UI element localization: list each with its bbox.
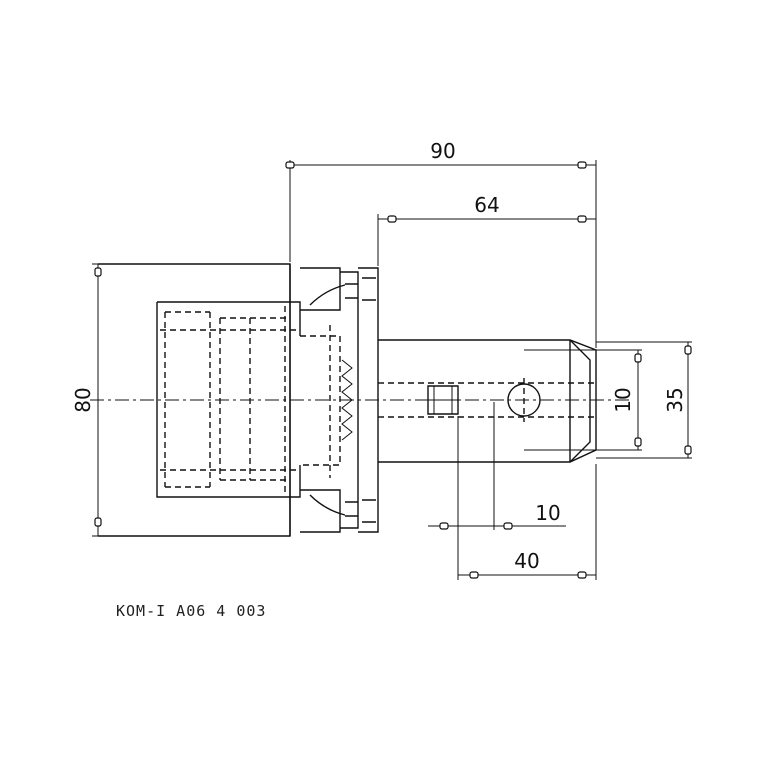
dim-cross-hole: 10: [611, 387, 635, 412]
dim-screw-offset: 10: [535, 501, 560, 525]
dim-bore-diameter: 35: [663, 387, 687, 412]
shank: [90, 339, 630, 463]
dim-overall-length: 90: [430, 139, 455, 163]
dim-screw-distance: 40: [514, 549, 539, 573]
dim-flange-diameter: 80: [71, 387, 95, 412]
dimensions: 90 64 80 35 10 10: [71, 139, 692, 580]
part-number: KOM-I A06 4 003: [116, 602, 266, 620]
dim-shank-length: 64: [474, 193, 499, 217]
